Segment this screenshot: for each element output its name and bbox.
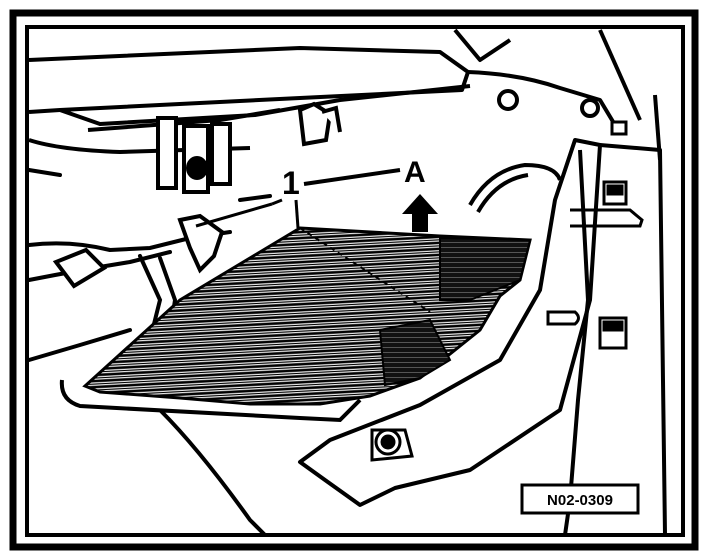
callout-label-a: A [404, 156, 426, 189]
fastener-bolt [370, 428, 414, 462]
speaker-ring [468, 162, 562, 213]
callout-direction-a: A [402, 156, 438, 232]
figure-border [9, 9, 699, 551]
clip-upper [570, 120, 644, 228]
callout-label-1: 1 [282, 165, 300, 201]
figure-code-box: N02-0309 [520, 483, 640, 515]
figure-code-label: N02-0309 [547, 492, 613, 509]
mounting-tabs [156, 101, 342, 194]
glove-box-panel [59, 226, 532, 537]
leader-line [294, 199, 300, 229]
hose-and-wiring [27, 168, 272, 372]
clip-lower [546, 310, 628, 350]
dashboard-panel [28, 28, 662, 161]
callout-part-1: 1 [195, 165, 401, 229]
arrow-up-icon [402, 194, 438, 232]
leader-line [195, 202, 273, 228]
leader-line [303, 168, 401, 186]
leader-line [271, 198, 283, 206]
